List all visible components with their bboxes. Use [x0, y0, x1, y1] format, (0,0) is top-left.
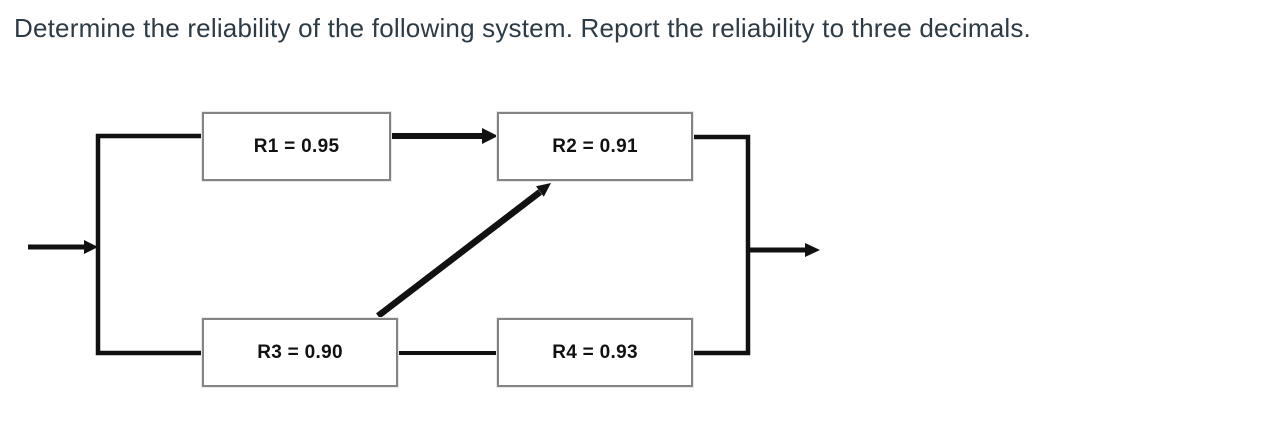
block-r3-label: R3 = 0.90 — [257, 341, 343, 363]
block-r1: R1 = 0.95 — [202, 112, 391, 181]
question-title: Determine the reliability of the followi… — [14, 13, 1031, 43]
block-r4: R4 = 0.93 — [497, 318, 693, 387]
block-r3: R3 = 0.90 — [202, 318, 398, 387]
output-arrowhead-icon — [805, 243, 820, 257]
right-join-rail — [692, 134, 751, 356]
block-r2: R2 = 0.91 — [497, 112, 693, 181]
r3-to-r2-arrowhead-icon — [536, 183, 551, 197]
r1-to-r2-arrowhead-icon — [482, 128, 498, 144]
left-split-rail — [95, 133, 202, 356]
block-r2-label: R2 = 0.91 — [552, 135, 638, 157]
block-r4-label: R4 = 0.93 — [552, 341, 638, 363]
input-arrowhead-icon — [84, 240, 98, 254]
r3-to-r2-diagonal-line — [376, 189, 542, 319]
block-r1-label: R1 = 0.95 — [253, 135, 340, 157]
